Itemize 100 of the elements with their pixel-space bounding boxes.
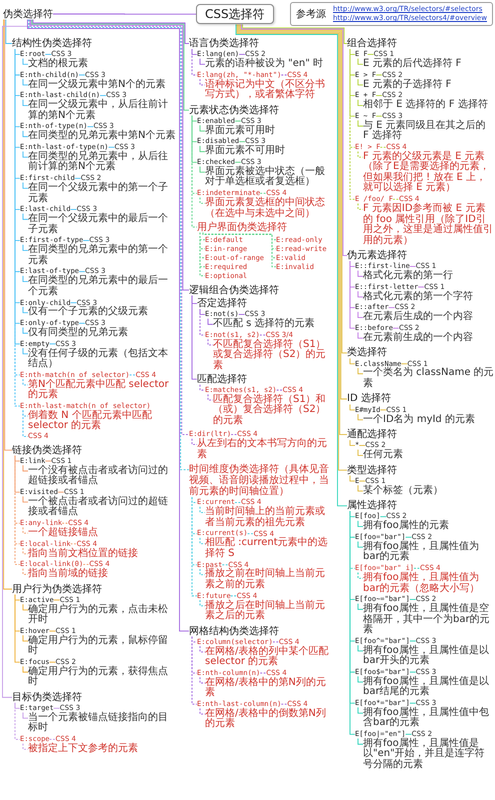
branch-line xyxy=(200,384,206,391)
branch-label: 逻辑组合伪类选择符 xyxy=(189,284,279,296)
branch-line xyxy=(22,306,28,314)
branch-line xyxy=(350,48,356,117)
branch-line xyxy=(400,363,408,364)
description-text: 拥有foo属性，且属性值为bar的元素（忽略大小写） xyxy=(363,573,494,594)
branch-line xyxy=(358,445,366,446)
branch-line xyxy=(367,54,374,55)
branch-label: 伪类选择符 xyxy=(3,8,53,20)
description-text: 指向当前文档位置的链接 xyxy=(28,548,138,560)
description-text: E 元素的后代选择符 F xyxy=(363,59,462,70)
branch-line xyxy=(22,151,28,158)
description-text: F 元素的父级元素是 E 元素（除了E是需要选择的元素，但如果我们把 ! 放在 E 上，就可以选择 E 元素） xyxy=(363,152,494,194)
description-text: F 元素因ID参考而被 E 元素的 foo 属性引用（除了ID引用之外，这里是通过属性值引用的元素） xyxy=(363,204,494,246)
branch-line xyxy=(4,19,12,451)
branch-line xyxy=(238,314,246,315)
branch-line xyxy=(100,95,107,96)
branch-line xyxy=(70,302,78,304)
branch-label: 用户行为伪类选择符 xyxy=(12,584,102,595)
branch-line xyxy=(192,295,198,380)
branch-line xyxy=(5,19,12,44)
branch-line xyxy=(380,146,387,148)
branch-line xyxy=(238,141,246,142)
description-text: 指向当前域的链接 xyxy=(28,569,108,580)
branch-line xyxy=(418,286,425,288)
branch-line xyxy=(14,455,20,565)
description-text: 播放之后在时间轴上当前元素之后的元素 xyxy=(205,600,334,622)
branch-label: 属性选择符 xyxy=(347,500,397,512)
description-text: 拥有foo属性，且属性值是以bar结尾的元素 xyxy=(363,676,494,698)
description-text: 与 E 元素同级且在其之后的 F 选择符 xyxy=(363,120,494,142)
description-text: 拥有foo属性的元素 xyxy=(363,521,449,532)
description-text: 在网格/表格的列中某个匹配 selector 的元素 xyxy=(205,646,334,668)
branch-line xyxy=(14,702,20,740)
branch-line xyxy=(3,19,12,590)
branch-line xyxy=(241,24,348,256)
branch-label: 语言伪类选择符 xyxy=(189,38,259,49)
branch-line xyxy=(22,58,28,65)
description-text: 确定用户行为的元素，鼠标停留时 xyxy=(28,636,176,657)
branch-line xyxy=(192,496,198,596)
branch-line xyxy=(14,702,20,709)
branch-label: 伪元素选择符 xyxy=(347,250,407,262)
branch-line xyxy=(200,308,206,336)
description-text: 不匹配 s 选择符的元素 xyxy=(213,319,315,330)
branch-line xyxy=(350,440,356,446)
branch-line xyxy=(53,708,60,709)
branch-line xyxy=(230,595,238,596)
branch-line xyxy=(78,322,86,324)
description-text: 拥有foo属性，且属性值是以bar开头的元素 xyxy=(363,646,494,667)
branch-line xyxy=(260,672,267,674)
branch-line xyxy=(200,506,206,513)
branch-line xyxy=(200,537,206,544)
branch-line xyxy=(358,484,364,492)
branch-line xyxy=(192,48,198,55)
branch-line xyxy=(358,151,364,158)
branch-line xyxy=(22,743,28,750)
branch-line xyxy=(409,672,416,673)
branch-line xyxy=(62,522,69,524)
branch-line xyxy=(234,502,242,504)
branch-label: 类型选择符 xyxy=(347,464,397,476)
branch-line xyxy=(247,533,254,534)
branch-line xyxy=(200,568,206,576)
branch-line xyxy=(22,496,28,503)
branch-line xyxy=(22,275,28,282)
branch-line xyxy=(358,603,364,610)
branch-line xyxy=(32,19,190,44)
branch-line xyxy=(358,78,364,86)
description-text: 在同类型的兄弟元素中的第一个元素 xyxy=(28,245,176,266)
branch-line xyxy=(82,240,90,241)
branch-line xyxy=(380,516,387,518)
branch-line xyxy=(22,78,28,86)
branch-line xyxy=(74,178,82,179)
branch-line xyxy=(30,19,190,290)
branch-line xyxy=(350,404,356,410)
description-text: 拥有foo属性，且属性值是以"en"开始，并且是连字符号分隔的元素 xyxy=(363,738,494,770)
description-text: 一个被点击者或者访问过的超链接或者锚点 xyxy=(28,496,176,518)
description-text: 确定用户行为的元素，点击未松开时 xyxy=(28,604,176,626)
branch-label: 时间维度伪类选择符（具体见音视频、语音朗读播放过程中，当前元素的时间轴位置） xyxy=(189,464,334,498)
branch-label: 匹配选择符 xyxy=(197,374,247,385)
branch-line xyxy=(22,327,28,334)
branch-line xyxy=(14,594,20,663)
description-text: 从左到右的文本书写方向的元素 xyxy=(197,439,334,460)
description-text: 相匹配 :current元素中的选择符 S xyxy=(205,538,334,560)
branch-line xyxy=(192,115,198,228)
description-text: 确定用户行为的元素，获得焦点时 xyxy=(28,666,176,688)
branch-line xyxy=(202,232,276,268)
description-text: 拥有foo属性，且属性值是空格隔开，其中一个为bar的元素 xyxy=(363,604,494,636)
branch-line xyxy=(358,644,364,652)
branch-line xyxy=(358,449,364,456)
description-text: 在同一个父级元素中的第一个子元素 xyxy=(28,183,176,204)
description-text: 格式化元素的第一个字符 xyxy=(363,292,473,302)
description-text: 在同类型的兄弟元素中第N个元素 xyxy=(28,131,176,142)
branch-line xyxy=(22,712,28,719)
branch-line xyxy=(22,99,28,106)
branch-line xyxy=(200,124,206,132)
branch-line xyxy=(22,464,28,472)
branch-label: ID 选择符 xyxy=(347,393,391,404)
branch-line xyxy=(380,409,387,410)
description-text: 在网格/表格中的第N列的元素 xyxy=(205,678,334,699)
branch-line xyxy=(234,162,242,163)
branch-line xyxy=(200,58,206,65)
